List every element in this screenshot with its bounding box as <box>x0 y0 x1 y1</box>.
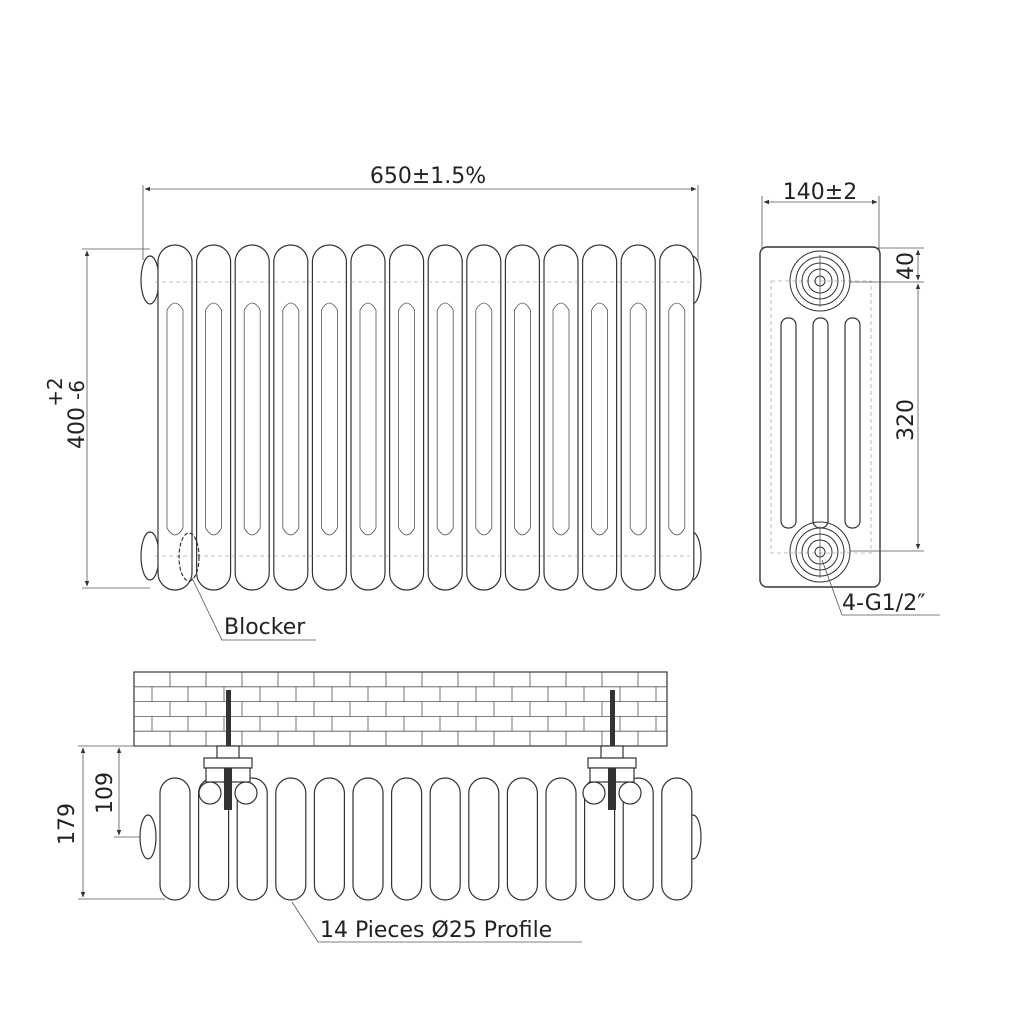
front-columns <box>157 244 695 591</box>
top-column <box>391 777 423 901</box>
front-column <box>543 244 579 591</box>
front-column <box>273 244 309 591</box>
brick-wall <box>133 671 668 747</box>
top-column <box>275 777 307 901</box>
front-column <box>581 244 618 591</box>
top-column <box>352 777 384 901</box>
top-projection-label: 179 <box>55 803 80 845</box>
top-column <box>159 777 191 901</box>
front-column <box>157 244 193 591</box>
top-bracket-label: 109 <box>93 772 118 814</box>
bottom-connection-icon <box>789 521 851 583</box>
front-column <box>389 244 425 591</box>
right-wall-bracket-icon <box>582 690 642 810</box>
front-height-dimension: 400 -6 +2 <box>43 377 90 449</box>
top-profile-label: 14 Pieces Ø25 Profile <box>320 918 552 943</box>
front-column <box>659 244 695 591</box>
front-height-tol-upper: +2 <box>43 377 67 406</box>
front-column <box>234 244 270 591</box>
blocker-indicator <box>178 532 200 582</box>
front-column <box>620 244 656 591</box>
top-column <box>545 777 577 901</box>
top-columns <box>159 777 693 901</box>
front-column <box>311 244 347 591</box>
top-connection-icon <box>789 250 851 312</box>
front-width-label: 650±1.5% <box>370 164 486 189</box>
front-column <box>196 244 232 591</box>
front-column <box>504 244 540 591</box>
top-column <box>236 777 268 901</box>
blocker-label: Blocker <box>224 615 306 640</box>
front-height-tol-lower: -6 <box>65 380 89 400</box>
front-column <box>427 244 463 591</box>
side-connection-label: 4-G1/2″ <box>842 591 925 616</box>
top-column <box>468 777 500 901</box>
side-top-offset-label: 40 <box>894 252 919 280</box>
side-pipe-spacing-label: 320 <box>894 399 919 441</box>
side-view: 140±2 40 <box>759 180 940 616</box>
front-height-label: 400 <box>65 407 90 449</box>
front-column <box>466 244 502 591</box>
front-column <box>350 244 386 591</box>
side-depth-label: 140±2 <box>783 180 857 205</box>
top-view: 179 109 14 Pieces Ø25 Profile <box>55 671 702 943</box>
top-column <box>313 777 345 901</box>
left-wall-bracket-icon <box>198 690 258 810</box>
top-column <box>429 777 461 901</box>
front-view: 650±1.5% 400 -6 +2 Blocker <box>43 164 702 641</box>
top-column <box>506 777 538 901</box>
top-column <box>622 777 654 901</box>
top-column <box>661 777 693 901</box>
